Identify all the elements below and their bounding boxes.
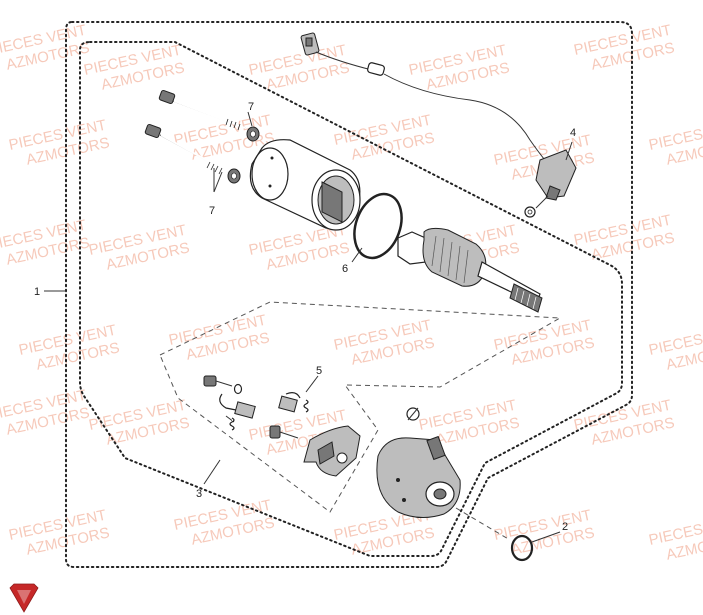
brush-plate [303, 425, 361, 477]
o-ring [353, 192, 403, 260]
callout-7-upper: 7 [248, 101, 254, 113]
callout-4: 4 [570, 127, 576, 139]
watermark-text: PIECES VENTAZMOTORS [167, 312, 271, 367]
watermark-text: PIECES VENTAZMOTORS [172, 497, 276, 552]
screw [269, 425, 299, 439]
watermark-text: PIECES VENTAZMOTORS [247, 42, 351, 97]
wire-lead [300, 32, 577, 218]
watermark-text: PIECES VENTAZMOTORS [647, 322, 703, 377]
motor-housing [249, 139, 361, 231]
callout-1: 1 [34, 286, 40, 298]
long-bolt-upper [158, 89, 246, 131]
watermark-text: PIECES VENTAZMOTORS [0, 387, 92, 442]
armature [397, 227, 543, 313]
starter-subassembly-outline [159, 301, 562, 513]
callout-5: 5 [316, 365, 322, 377]
watermark-text: PIECES VENTAZMOTORS [572, 22, 676, 77]
watermark-text: PIECES VENTAZMOTORS [17, 322, 121, 377]
brush-right [278, 392, 309, 413]
watermark-text: PIECES VENTAZMOTORS [647, 512, 703, 567]
watermark-text: PIECES VENTAZMOTORS [87, 397, 191, 452]
motor-outline [79, 41, 623, 557]
watermark-text: PIECES VENTAZMOTORS [647, 117, 703, 172]
end-cover [376, 407, 461, 518]
small-washer [233, 383, 243, 395]
terminal-bolt [203, 375, 233, 387]
long-bolt-lower [144, 123, 229, 175]
watermark-text: PIECES VENTAZMOTORS [87, 222, 191, 277]
watermark-text: PIECES VENTAZMOTORS [332, 317, 436, 372]
watermark-text: PIECES VENTAZMOTORS [492, 317, 596, 372]
callout-6: 6 [342, 263, 348, 275]
watermark-text: PIECES VENTAZMOTORS [332, 112, 436, 167]
watermark-text: PIECES VENTAZMOTORS [0, 217, 92, 272]
callout-3: 3 [196, 488, 202, 500]
watermark-text: PIECES VENTAZMOTORS [492, 507, 596, 562]
watermark-text: PIECES VENTAZMOTORS [407, 42, 511, 97]
brush-left [219, 393, 256, 431]
watermark-text: PIECES VENTAZMOTORS [0, 22, 92, 77]
callout-2: 2 [562, 521, 568, 533]
watermark-text: PIECES VENTAZMOTORS [572, 212, 676, 267]
watermark-text: PIECES VENTAZMOTORS [7, 117, 111, 172]
watermark-text: PIECES VENTAZMOTORS [82, 42, 186, 97]
watermark-text: PIECES VENTAZMOTORS [7, 507, 111, 562]
callout-7-lower: 7 [209, 205, 215, 217]
brand-logo-icon [9, 583, 39, 613]
small-o-ring [510, 534, 534, 562]
assembly-outline [65, 21, 633, 568]
